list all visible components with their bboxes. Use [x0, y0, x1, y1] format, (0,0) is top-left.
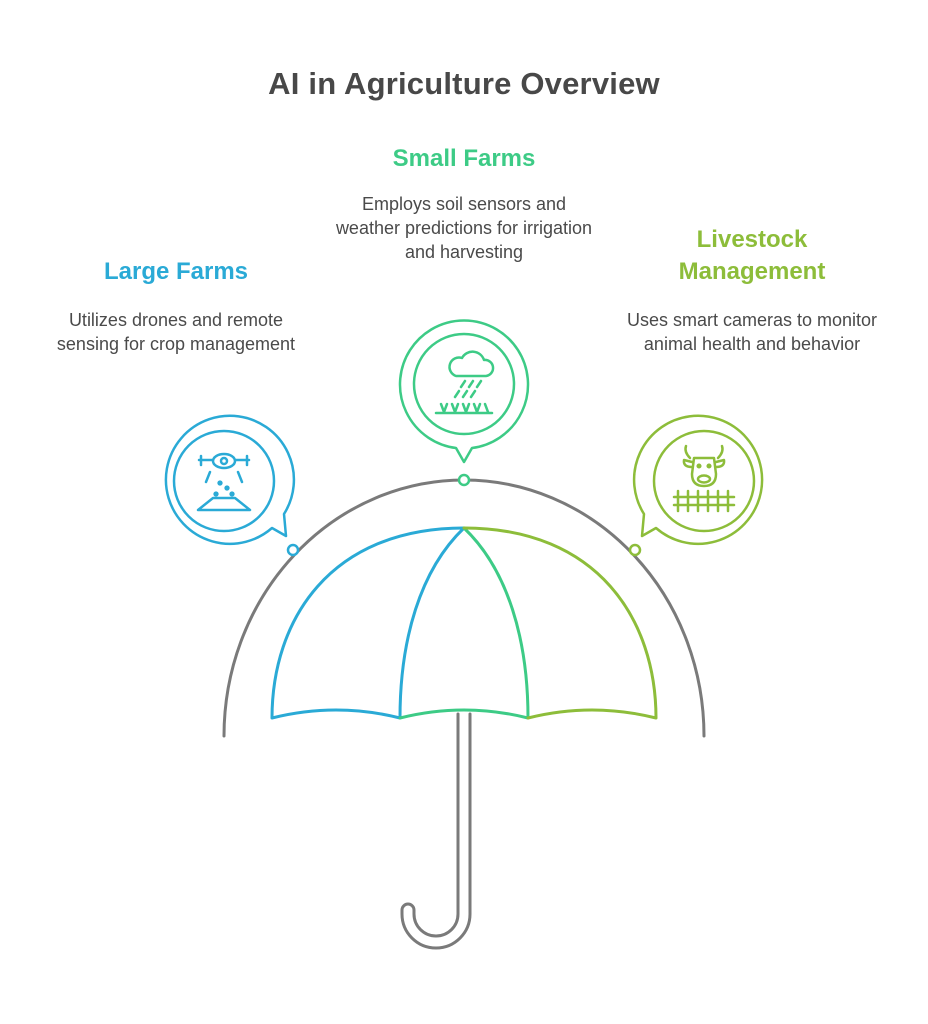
rain-cloud-icon	[434, 350, 495, 415]
canopy-panel-left	[270, 526, 466, 720]
cow-fence-icon	[672, 444, 736, 513]
umbrella-canopy	[270, 526, 658, 720]
outer-arc	[222, 478, 706, 738]
small-farms-description: Employs soil sensors and weather predict…	[335, 194, 593, 262]
large-farms-heading: Large Farms	[103, 258, 249, 285]
canopy-panel-right	[462, 526, 658, 720]
umbrella-handle	[432, 712, 458, 922]
large-farms-description: Utilizes drones and remote sensing for c…	[56, 310, 296, 354]
connector-dot-left	[286, 543, 300, 557]
connector-dot-right	[628, 543, 642, 557]
connector-dot-middle	[457, 473, 471, 487]
small-farms-heading: Small Farms	[392, 145, 536, 172]
drone-icon	[196, 452, 252, 512]
large-farms-bubble	[164, 414, 296, 546]
small-farms-bubble	[398, 319, 530, 464]
umbrella-handle-shaft	[400, 712, 472, 950]
livestock-bubble	[632, 414, 764, 546]
diagram-title: AI in Agriculture Overview	[268, 66, 660, 101]
livestock-description: Uses smart cameras to monitor animal hea…	[626, 310, 878, 354]
livestock-heading: Livestock Management	[678, 226, 826, 285]
canopy-panel-middle	[398, 526, 530, 720]
